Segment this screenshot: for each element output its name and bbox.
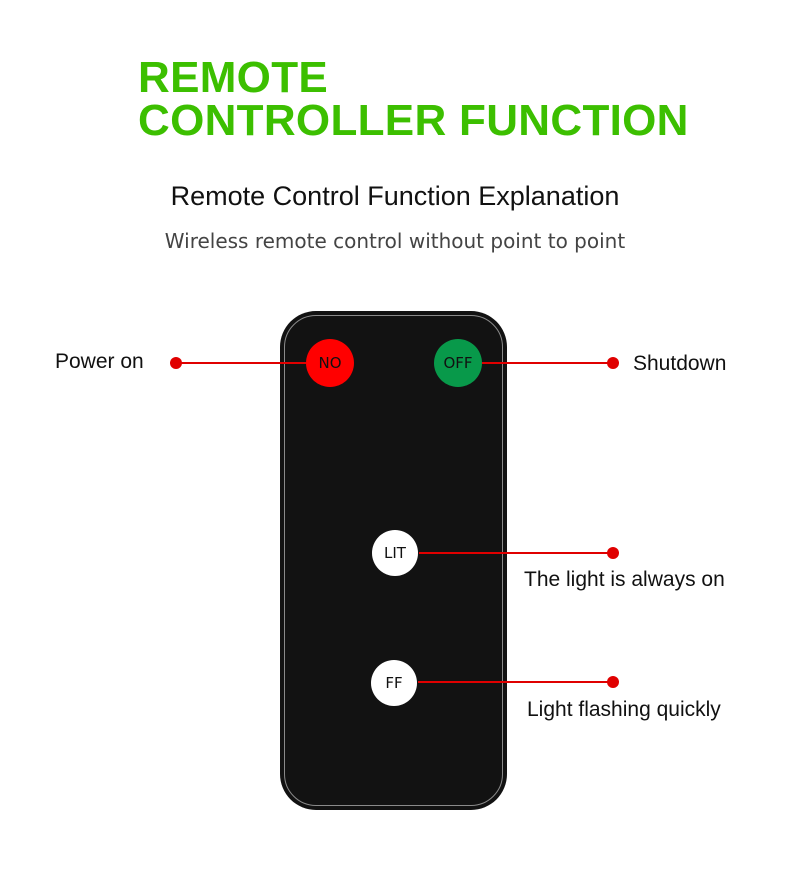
power-on-button[interactable]: NO — [306, 339, 354, 387]
power-on-connector — [176, 362, 306, 364]
flash-button[interactable]: FF — [371, 660, 417, 706]
ff-connector — [418, 681, 613, 683]
shutdown-dot — [607, 357, 619, 369]
title-line-2: CONTROLLER FUNCTION — [138, 96, 689, 145]
power-on-label: Power on — [55, 350, 144, 373]
lit-label: The light is always on — [524, 568, 725, 591]
off-button[interactable]: OFF — [434, 339, 482, 387]
power-on-dot — [170, 357, 182, 369]
ff-dot — [607, 676, 619, 688]
lit-dot — [607, 547, 619, 559]
title-line-1: REMOTE — [138, 53, 329, 102]
subtitle: Remote Control Function Explanation — [170, 181, 620, 211]
ff-label: Light flashing quickly — [527, 698, 721, 721]
lit-connector — [419, 552, 613, 554]
shutdown-connector — [482, 362, 613, 364]
tagline: Wireless remote control without point to… — [164, 229, 626, 253]
shutdown-label: Shutdown — [633, 352, 727, 375]
lit-button[interactable]: LIT — [372, 530, 418, 576]
